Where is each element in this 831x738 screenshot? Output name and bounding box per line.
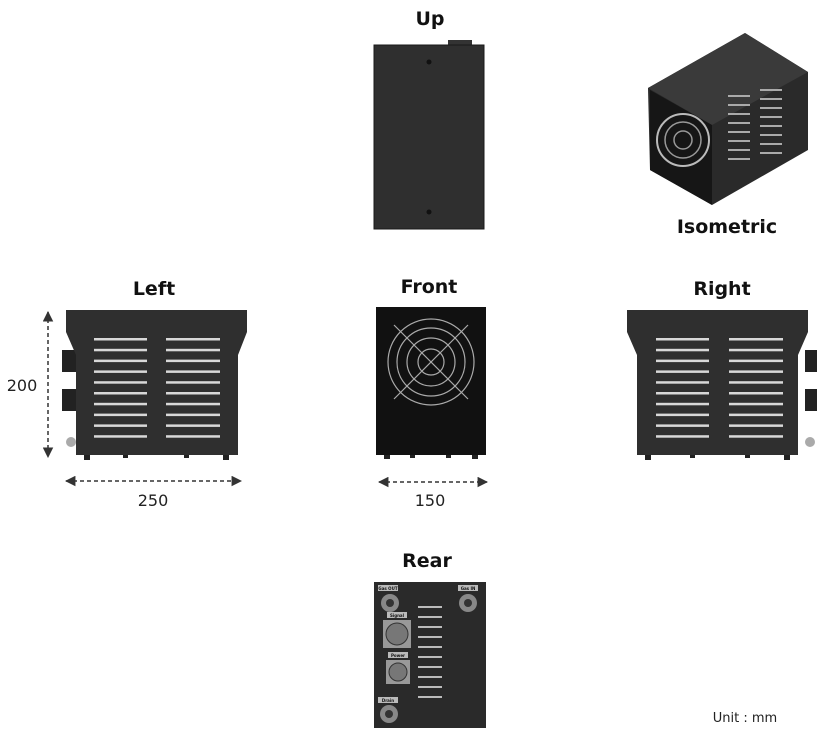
view-label-up: Up (415, 8, 444, 30)
vent-slot (94, 435, 147, 438)
left-view (62, 310, 247, 460)
vent-slot (418, 656, 442, 658)
vent-slot (94, 348, 147, 352)
vent-slot (418, 676, 442, 678)
vent-slot (166, 413, 220, 417)
vent-slot (656, 381, 709, 384)
view-label-front: Front (401, 276, 458, 298)
port-label-power: Power (391, 653, 405, 658)
vent-slot (94, 359, 147, 363)
width-dimension: 250 (138, 491, 169, 510)
vent-slot (656, 424, 709, 427)
vent-slot (94, 381, 147, 384)
vent-slot (166, 338, 220, 341)
vent-slot (728, 158, 750, 160)
vent-slot (760, 98, 782, 100)
vent-slot (729, 381, 783, 384)
vent-slot (166, 392, 220, 395)
vent-slot (656, 392, 709, 395)
vent-slot (166, 402, 220, 406)
vent-slot (729, 370, 783, 373)
vent-slot (729, 413, 783, 417)
vent-slot (418, 606, 442, 608)
vent-slot (729, 402, 783, 406)
vent-slot (760, 134, 782, 136)
view-label-left: Left (133, 278, 175, 300)
up-view (373, 40, 485, 230)
vent-slot (656, 402, 709, 406)
vent-slot (656, 413, 709, 417)
vent-slot (418, 666, 442, 668)
vent-slot (728, 104, 750, 106)
vent-slot (728, 95, 750, 97)
vent-slot (94, 402, 147, 406)
vent-slot (656, 435, 709, 438)
vent-slot (166, 381, 220, 384)
vent-slot (760, 107, 782, 109)
view-label-isometric: Isometric (677, 216, 777, 238)
port-label-gas-in: Gas IN (461, 586, 476, 591)
vent-slot (166, 435, 220, 438)
vent-slot (656, 359, 709, 363)
unit-label: Unit : mm (713, 711, 777, 726)
front-view (376, 307, 486, 459)
vent-slot (760, 89, 782, 91)
vent-slot (94, 370, 147, 373)
view-label-rear: Rear (402, 550, 452, 572)
port-label-gas-out: Gas OUT (378, 586, 397, 591)
rear-view: Gas OUT Gas IN Signal Power Drain (374, 582, 486, 728)
vent-slot (94, 338, 147, 341)
vent-slot (418, 626, 442, 628)
vent-slot (729, 348, 783, 352)
vent-slot (729, 435, 783, 438)
vent-slot (656, 370, 709, 373)
vent-slot (94, 392, 147, 395)
vent-slot (760, 143, 782, 145)
vent-slot (94, 424, 147, 427)
port-label-drain: Drain (382, 698, 394, 703)
port-label-signal: Signal (390, 613, 405, 618)
fan-grille-icon (387, 318, 475, 406)
vent-slot (418, 616, 442, 618)
depth-dimension: 150 (415, 491, 446, 510)
right-view (627, 310, 817, 460)
vent-slot (729, 338, 783, 341)
isometric-view (648, 33, 808, 205)
vent-slot (729, 359, 783, 363)
vent-slot (656, 338, 709, 341)
vent-slot (166, 359, 220, 363)
vent-slot (728, 149, 750, 151)
vent-slot (418, 696, 442, 698)
vent-slot (729, 424, 783, 427)
vent-slot (728, 113, 750, 115)
view-label-right: Right (693, 278, 750, 300)
vent-slot (760, 125, 782, 127)
vent-slot (656, 348, 709, 352)
vent-slot (418, 646, 442, 648)
vent-slot (728, 140, 750, 142)
vent-slot (166, 370, 220, 373)
height-dimension: 200 (7, 376, 38, 395)
vent-slot (728, 131, 750, 133)
vent-slot (166, 424, 220, 427)
vent-slot (728, 122, 750, 124)
vent-slot (166, 348, 220, 352)
vent-slot (418, 636, 442, 638)
vent-slot (760, 152, 782, 154)
vent-slot (760, 116, 782, 118)
vent-slot (94, 413, 147, 417)
vent-slot (729, 392, 783, 395)
vent-slot (418, 686, 442, 688)
